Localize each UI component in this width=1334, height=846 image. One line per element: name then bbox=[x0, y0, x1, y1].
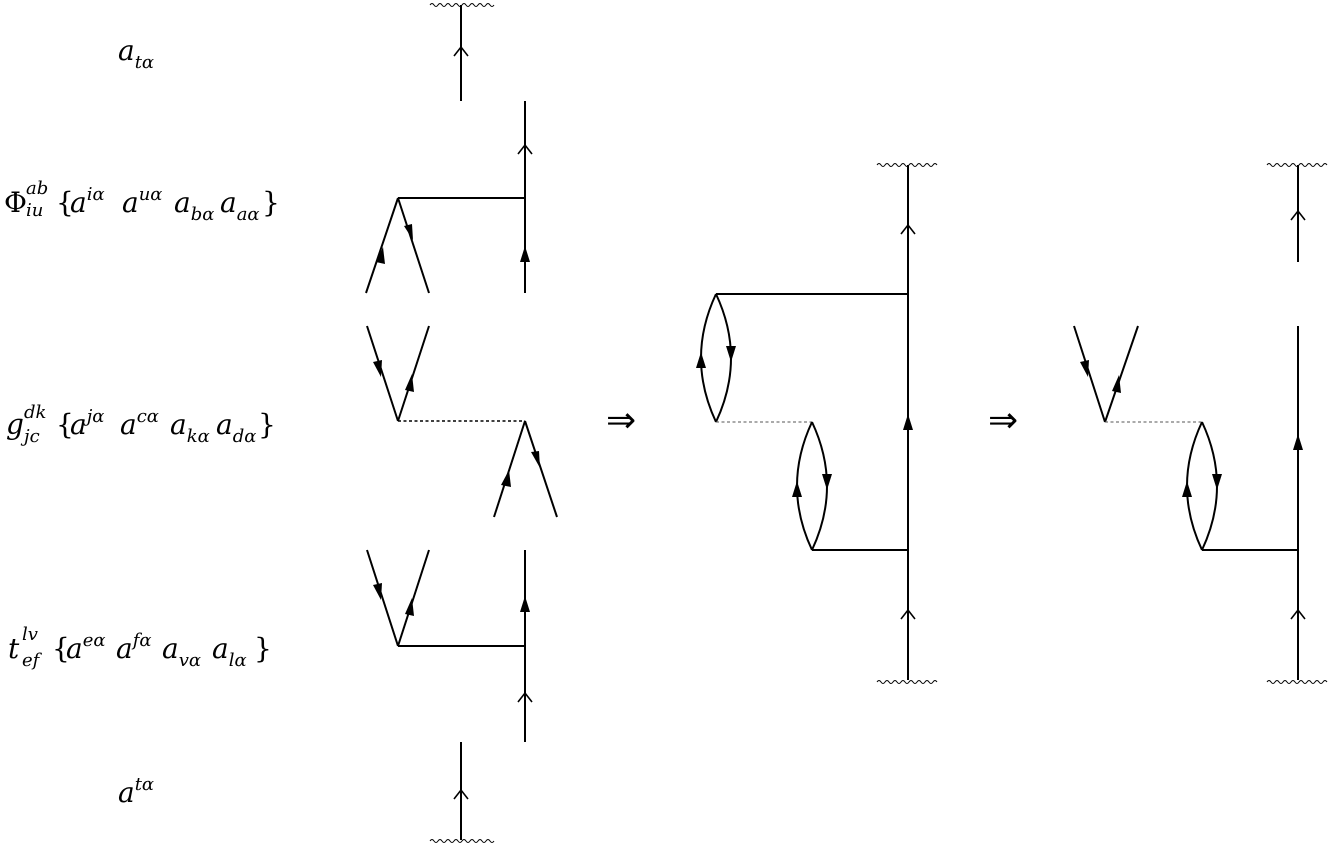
phi-subscript: iu bbox=[26, 200, 43, 221]
t-left-leg-out bbox=[397, 549, 430, 647]
filled-arrow-up bbox=[1182, 481, 1192, 497]
open-arrow-up bbox=[453, 45, 469, 57]
implies-arrow-2: ⇒ bbox=[988, 400, 1018, 441]
g-left-leg-in bbox=[366, 325, 399, 422]
upper-loop-left-arc bbox=[700, 293, 717, 423]
t-open-brace: { bbox=[52, 632, 70, 665]
filled-arrow-down bbox=[373, 360, 382, 377]
implies-arrow-1: ⇒ bbox=[606, 400, 636, 441]
filled-arrow-down bbox=[822, 474, 832, 490]
g-right-leg-in bbox=[493, 420, 526, 518]
phi-left-leg-in bbox=[365, 197, 399, 294]
filled-arrow-down bbox=[726, 346, 736, 362]
open-arrow-up bbox=[1290, 209, 1306, 221]
t-superscript: lv bbox=[22, 624, 38, 645]
wavy-terminal-bottom-3 bbox=[1266, 680, 1328, 684]
g-factor-1: ajα bbox=[70, 406, 104, 441]
g-factor-2: acα bbox=[120, 406, 159, 441]
filled-arrow-up bbox=[1112, 375, 1121, 393]
phi-superscript: ab bbox=[26, 178, 48, 199]
filled-arrow-down bbox=[404, 224, 413, 240]
filled-arrow-down bbox=[1080, 360, 1089, 377]
filled-arrow-up bbox=[376, 247, 385, 264]
filled-arrow-down bbox=[1212, 474, 1222, 490]
open-arrow-up bbox=[453, 788, 469, 800]
g-symbol: g bbox=[6, 408, 24, 441]
label-creation-operator: atα bbox=[118, 774, 154, 809]
t-close-brace: } bbox=[254, 632, 272, 665]
diagram-contracted bbox=[696, 163, 938, 684]
diagram-result bbox=[1073, 163, 1328, 684]
filled-arrow-up bbox=[520, 246, 530, 262]
phi-open-brace: { bbox=[56, 186, 74, 219]
g-factor-4: adα bbox=[216, 408, 256, 447]
upper-loop-right-arc bbox=[715, 293, 732, 423]
open-arrow-up bbox=[517, 143, 533, 155]
filled-arrow-up bbox=[405, 374, 414, 392]
filled-arrow-up bbox=[792, 481, 802, 497]
open-arrow-up bbox=[900, 608, 916, 620]
g-left-leg-out bbox=[1104, 325, 1139, 423]
label-t-operator: t lv ef { aeα afα avα alα } bbox=[8, 624, 272, 671]
filled-arrow-up bbox=[405, 598, 414, 616]
g-right-leg-out bbox=[524, 420, 558, 518]
wavy-terminal-bottom-1 bbox=[429, 839, 495, 843]
g-close-brace: } bbox=[258, 408, 276, 441]
loop-left-arc bbox=[1186, 421, 1203, 551]
open-arrow-up bbox=[1290, 608, 1306, 620]
label-g-operator: g dk jc { ajα acα akα adα } bbox=[6, 402, 276, 447]
t-factor-1: aeα bbox=[66, 630, 106, 665]
g-left-leg-in bbox=[1073, 325, 1106, 423]
t-subscript: ef bbox=[22, 650, 43, 671]
phi-factor-3: abα bbox=[174, 186, 214, 225]
t-factor-2: afα bbox=[116, 630, 152, 665]
phi-factor-2: auα bbox=[122, 184, 162, 219]
loop-right-arc bbox=[1201, 421, 1218, 551]
g-subscript: jc bbox=[20, 426, 40, 447]
diagram-operator-pieces bbox=[365, 3, 558, 843]
filled-arrow-up bbox=[903, 414, 913, 430]
g-superscript: dk bbox=[24, 402, 46, 423]
open-arrow-up bbox=[900, 223, 916, 235]
g-factor-3: akα bbox=[170, 408, 210, 447]
wavy-terminal-bottom-2 bbox=[876, 680, 938, 684]
label-annihilation-operator: atα bbox=[118, 34, 154, 73]
g-left-leg-out bbox=[397, 325, 430, 422]
filled-arrow-down bbox=[373, 583, 382, 600]
lower-loop-left-arc bbox=[796, 421, 813, 551]
filled-arrow-up bbox=[501, 470, 511, 487]
t-symbol: t bbox=[8, 632, 20, 665]
phi-factor-4: aaα bbox=[220, 186, 260, 225]
t-left-leg-in bbox=[366, 549, 399, 647]
filled-arrow-up bbox=[1293, 434, 1303, 450]
filled-arrow-up bbox=[696, 352, 706, 368]
t-factor-4: alα bbox=[212, 632, 247, 671]
open-arrow-up bbox=[517, 691, 533, 703]
phi-symbol: Φ bbox=[4, 186, 27, 219]
lower-loop-right-arc bbox=[811, 421, 828, 551]
g-open-brace: { bbox=[56, 408, 74, 441]
label-phi-operator: Φ ab iu { aiα auα abα aaα } bbox=[4, 178, 280, 225]
phi-factor-1: aiα bbox=[70, 184, 105, 219]
phi-close-brace: } bbox=[262, 186, 280, 219]
operator-labels: atα Φ ab iu { aiα auα abα aaα } g dk jc … bbox=[4, 34, 280, 809]
filled-arrow-down bbox=[531, 451, 540, 468]
filled-arrow-up bbox=[520, 596, 530, 612]
phi-left-leg-out bbox=[397, 197, 430, 294]
t-factor-3: avα bbox=[162, 632, 201, 671]
